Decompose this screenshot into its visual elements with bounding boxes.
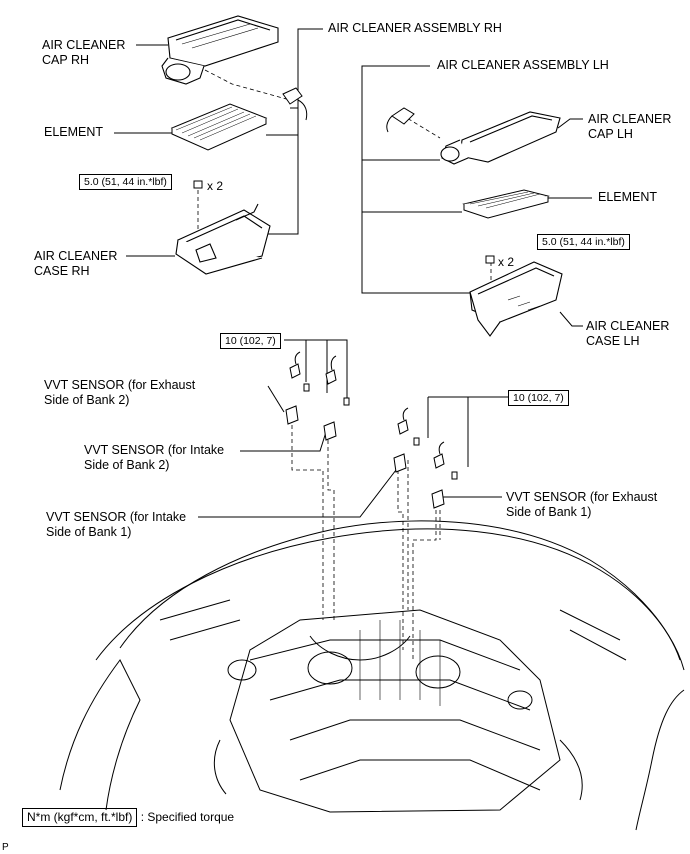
vvt-connector-exhaust-b1	[433, 453, 445, 469]
torque-box-rh: 5.0 (51, 44 in.*lbf)	[79, 174, 172, 190]
vvt-sensors-right	[393, 407, 458, 509]
label-x2-lh: x 2	[498, 255, 515, 269]
fender-right	[635, 689, 685, 831]
bolt-v4	[451, 471, 458, 480]
assembly-rh-bracket	[268, 28, 323, 235]
vvt-sensor-exhaust-b2	[285, 405, 299, 425]
torque-box-vvt-right: 10 (102, 7)	[508, 390, 569, 406]
vvt-connector-intake-b2	[325, 369, 337, 385]
vvt-sensor-intake-b1	[393, 453, 407, 473]
label-element-lh: ELEMENT	[598, 190, 658, 204]
bolt-lh	[485, 255, 495, 264]
vvt-sensor-exhaust-b1	[431, 489, 445, 509]
bolt-v1	[303, 383, 310, 392]
element-rh	[170, 103, 268, 151]
vvt-sensors-left	[285, 351, 350, 441]
intake-air-sensor-lh	[386, 107, 415, 133]
vvt-connector-exhaust-b2	[289, 363, 301, 379]
corner-mark: P	[2, 842, 9, 853]
label-x2-rh: x 2	[207, 179, 224, 193]
torque-box-vvt-left: 10 (102, 7)	[220, 333, 281, 349]
label-air-cleaner-assembly-lh: AIR CLEANER ASSEMBLY LH	[437, 58, 609, 72]
element-lh	[462, 189, 550, 219]
label-air-cleaner-assembly-rh: AIR CLEANER ASSEMBLY RH	[328, 21, 502, 35]
air-cleaner-case-rh	[175, 203, 271, 275]
bolt-rh	[193, 180, 203, 189]
vvt-connector-intake-b1	[397, 419, 409, 435]
vehicle-engine-bay	[59, 520, 685, 831]
legend-description: : Specified torque	[140, 810, 235, 824]
hood-outline	[119, 520, 681, 661]
assembly-lh-bracket	[361, 65, 470, 294]
label-element-rh: ELEMENT	[44, 125, 104, 139]
engine-block	[229, 609, 561, 813]
vvt-sensor-intake-b2	[323, 421, 337, 441]
legend-unit-box: N*m (kgf*cm, ft.*lbf)	[22, 808, 138, 827]
intake-air-sensor-rh	[282, 87, 308, 121]
air-cleaner-cap-rh	[161, 15, 279, 85]
air-cleaner-cap-lh	[440, 111, 561, 165]
bolt-v3	[413, 437, 420, 446]
torque-box-lh: 5.0 (51, 44 in.*lbf)	[537, 234, 630, 250]
air-cleaner-case-lh	[469, 261, 563, 337]
bolt-v2	[343, 397, 350, 406]
torque-legend: N*m (kgf*cm, ft.*lbf) : Specified torque	[22, 808, 234, 827]
fender-left	[59, 659, 141, 811]
